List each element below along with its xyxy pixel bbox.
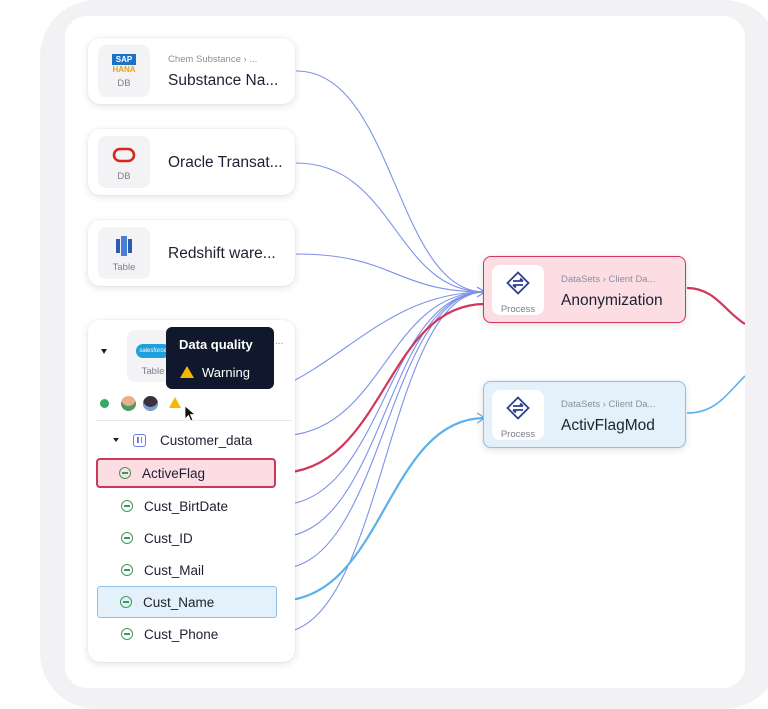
edge-custname-to-activflagmod <box>277 416 486 603</box>
edge-oracle-to-anonymization <box>295 162 486 293</box>
source-icon-box: DB <box>98 136 150 188</box>
process-icon <box>506 271 530 300</box>
process-kind: Process <box>500 429 536 440</box>
lineage-edges <box>204 70 745 634</box>
column-row-birtdate[interactable]: Cust_BirtDate <box>100 492 276 520</box>
source-card-substance[interactable]: SAP HANA DB Chem Substance › ... Substan… <box>88 38 295 104</box>
tooltip-warning-text: Warning <box>202 365 250 380</box>
source-card-oracle[interactable]: DB Oracle Transat... <box>88 129 295 195</box>
source-icon-box: Table <box>98 227 150 279</box>
tooltip-warning-icon <box>180 366 194 378</box>
column-label: Cust_Mail <box>144 562 205 578</box>
process-icon-box: Process <box>492 390 544 440</box>
tooltip-title: Data quality <box>179 337 253 352</box>
mouse-cursor-icon <box>184 405 197 428</box>
source-name: Substance Na... <box>168 72 279 89</box>
edge-custphone-to-anonymization <box>277 291 486 634</box>
process-icon <box>506 396 530 425</box>
column-label: Cust_ID <box>144 530 193 546</box>
source-kind: DB <box>117 171 131 182</box>
source-kind: DB <box>117 78 131 89</box>
oracle-icon <box>112 144 136 166</box>
source-name: Oracle Transat... <box>168 154 283 171</box>
column-minus-icon <box>120 596 132 608</box>
name-ellipsis: ... <box>275 336 284 347</box>
column-minus-icon <box>119 467 131 479</box>
column-row-custname[interactable]: Cust_Name <box>97 586 277 618</box>
column-label: ActiveFlag <box>142 465 206 481</box>
salesforce-logo-text: salesforce <box>136 344 170 358</box>
source-icon-box: SAP HANA DB <box>98 45 150 97</box>
hana-logo-text: HANA <box>112 64 136 74</box>
edge-customer-data-to-anonymization <box>277 291 486 437</box>
caret-down-icon[interactable] <box>101 349 107 354</box>
process-node-anonymization[interactable]: Process DataSets › Client Da... Anonymiz… <box>483 256 686 323</box>
process-kind: Process <box>500 304 536 315</box>
table-group-icon <box>133 434 146 447</box>
salesforce-icon: salesforce <box>136 340 170 362</box>
edge-redshift-to-anonymization <box>295 253 486 293</box>
column-row-custid[interactable]: Cust_ID <box>100 524 276 552</box>
divider <box>96 420 291 421</box>
process-breadcrumb: DataSets › Client Da... <box>561 274 656 285</box>
column-row-custphone[interactable]: Cust_Phone <box>100 620 276 648</box>
source-kind: Table <box>141 366 165 377</box>
data-quality-tooltip: Data quality Warning <box>166 327 274 389</box>
column-minus-icon <box>121 628 133 640</box>
source-card-redshift[interactable]: Table Redshift ware... <box>88 220 295 286</box>
group-label: Customer_data <box>160 433 253 448</box>
edge-birtdate-to-anonymization <box>277 291 486 506</box>
avatar <box>121 396 136 411</box>
source-kind: Table <box>112 262 136 273</box>
process-breadcrumb: DataSets › Client Da... <box>561 399 656 410</box>
edge-activeflag-to-anonymization <box>277 302 486 475</box>
process-name: ActivFlagMod <box>561 417 655 434</box>
process-name: Anonymization <box>561 292 663 309</box>
edge-custmail-to-anonymization <box>277 291 486 570</box>
quality-ok-icon <box>100 399 109 408</box>
column-label: Cust_Name <box>143 594 215 610</box>
column-row-custmail[interactable]: Cust_Mail <box>100 556 276 584</box>
column-minus-icon <box>121 532 133 544</box>
avatar <box>143 396 158 411</box>
source-breadcrumb: Chem Substance › ... <box>168 54 258 65</box>
edge-anonymization-out <box>686 286 745 325</box>
sap-logo-text: SAP <box>111 53 137 65</box>
source-name: Redshift ware... <box>168 245 276 262</box>
column-label: Cust_BirtDate <box>144 498 229 514</box>
column-minus-icon <box>121 500 133 512</box>
edge-custid-to-anonymization <box>277 291 486 538</box>
redshift-icon <box>113 235 135 257</box>
warning-icon[interactable] <box>169 397 181 408</box>
group-caret-down-icon[interactable] <box>113 438 119 442</box>
sap-hana-icon: SAP HANA <box>111 53 137 75</box>
edge-substance-to-anonymization <box>295 70 486 293</box>
column-label: Cust_Phone <box>144 626 219 642</box>
edge-activflagmod-out <box>686 375 745 414</box>
column-row-activeflag[interactable]: ActiveFlag <box>96 458 276 488</box>
column-minus-icon <box>121 564 133 576</box>
process-node-activflagmod[interactable]: Process DataSets › Client Da... ActivFla… <box>483 381 686 448</box>
process-icon-box: Process <box>492 265 544 315</box>
